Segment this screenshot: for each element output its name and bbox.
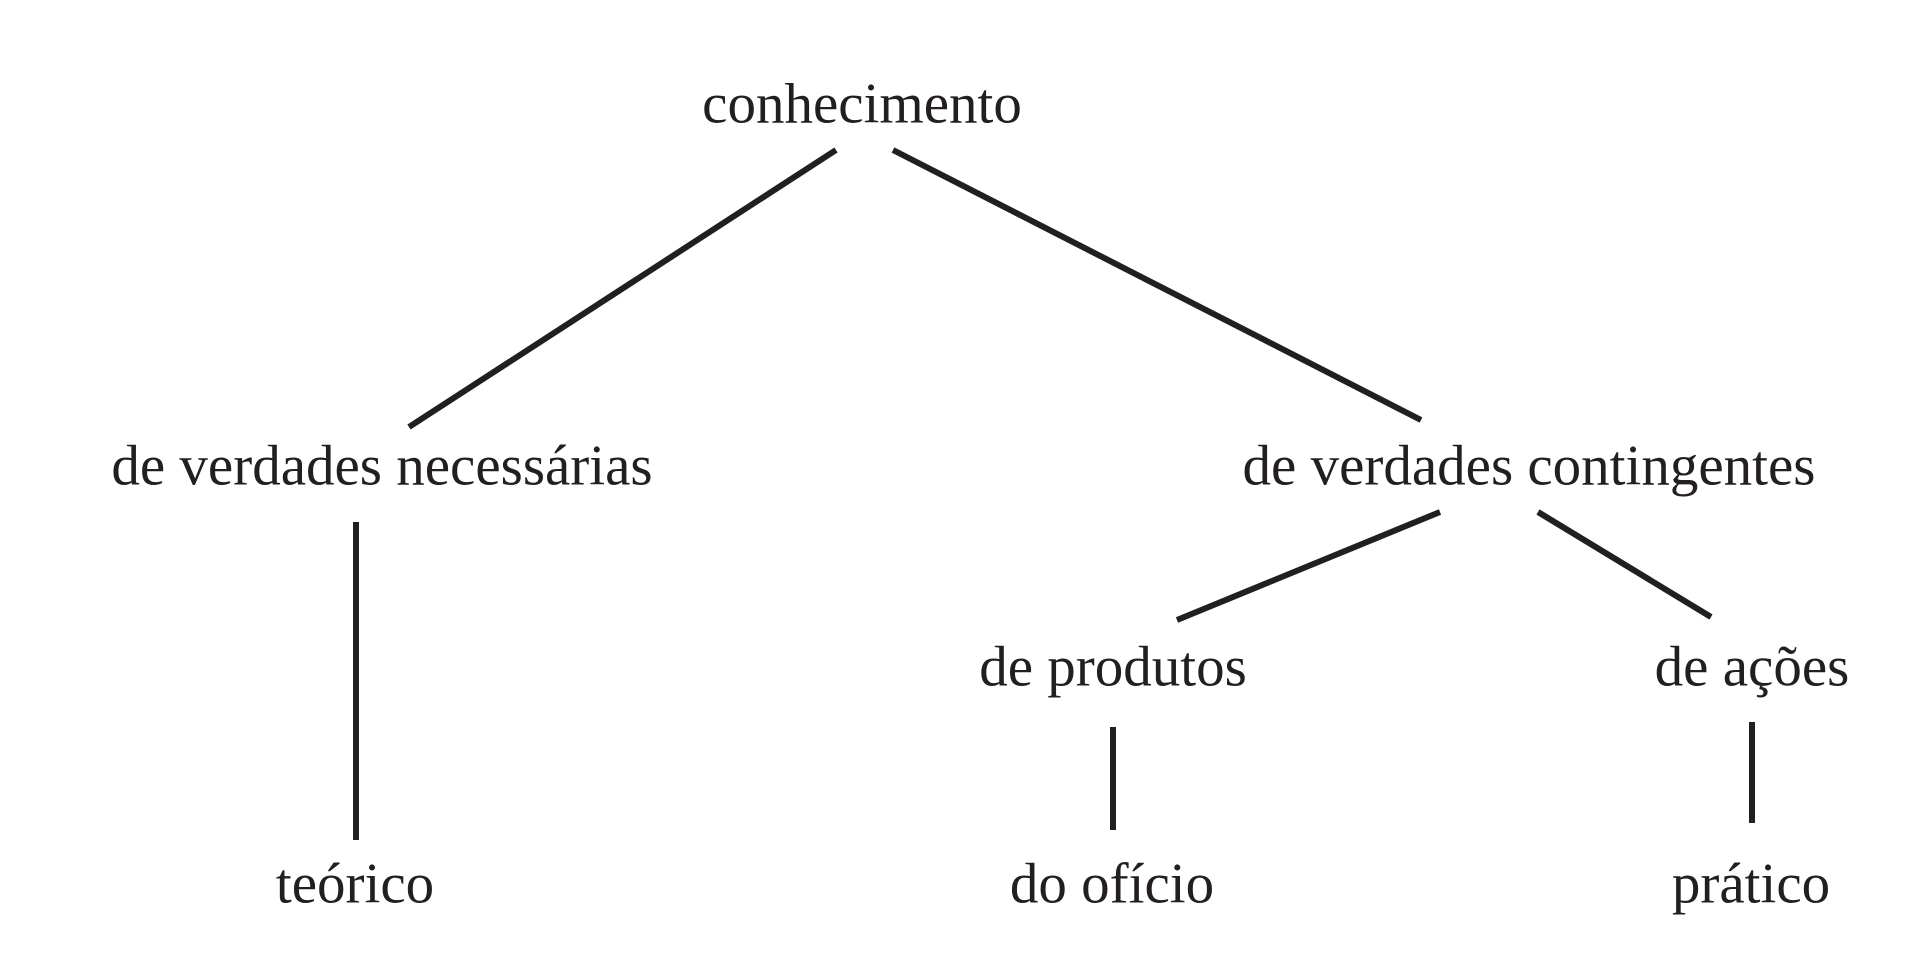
node-products: de produtos [979,635,1247,699]
edge-contingent-products [1175,509,1442,623]
node-actions: de ações [1654,635,1850,699]
node-contingent-truths: de verdades contingentes [1242,434,1816,498]
node-necessary-truths: de verdades necessárias [111,434,653,498]
edge-root-contingent [891,147,1423,423]
node-practical: prático [1671,852,1831,916]
edge-contingent-actions [1536,509,1713,620]
edge-root-necessary [407,147,838,430]
node-root: conhecimento [702,72,1022,136]
node-theoretical: teórico [275,852,435,916]
node-craft: do ofício [1009,852,1215,916]
